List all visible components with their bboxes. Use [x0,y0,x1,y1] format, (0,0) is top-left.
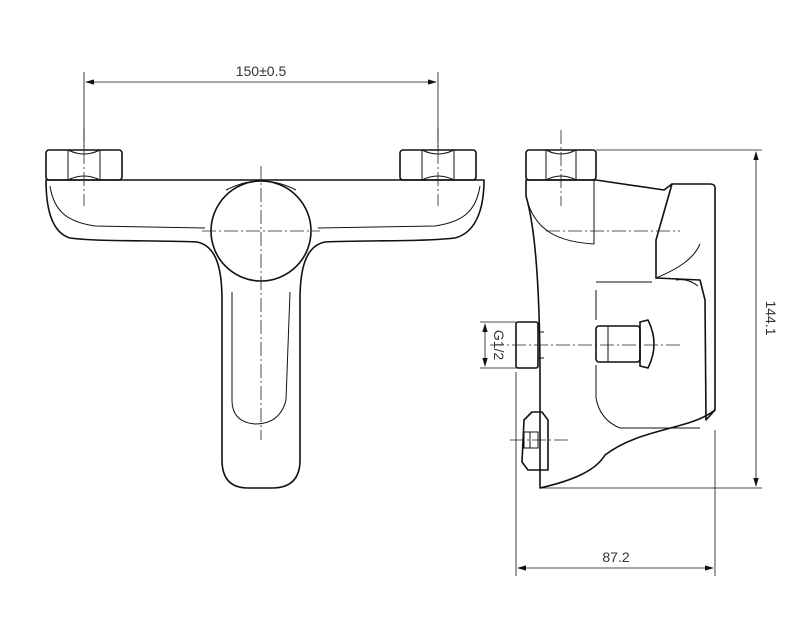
dimension-label-depth: 87.2 [602,549,629,565]
side-handle-plate [655,183,716,421]
dimension-thread: G1/2 [480,321,516,369]
dimension-label-width: 150±0.5 [236,63,287,79]
dimension-side-height: 144.1 [540,149,779,489]
dimension-label-height: 144.1 [763,300,779,335]
side-view: 144.1 87.2 G1/2 [480,130,779,576]
dimension-label-thread: G1/2 [491,330,507,361]
front-body-outline [45,179,485,489]
dimension-side-depth: 87.2 [515,372,716,576]
dimension-front-width: 150±0.5 [83,63,439,150]
front-body-inner-line [49,185,206,229]
front-lever-groove [231,291,291,425]
front-view: 150±0.5 [45,63,485,489]
side-inner-cartridge [595,290,700,429]
side-spout [521,411,549,471]
side-body-outline [525,179,716,489]
side-diverter-knob [595,319,655,369]
